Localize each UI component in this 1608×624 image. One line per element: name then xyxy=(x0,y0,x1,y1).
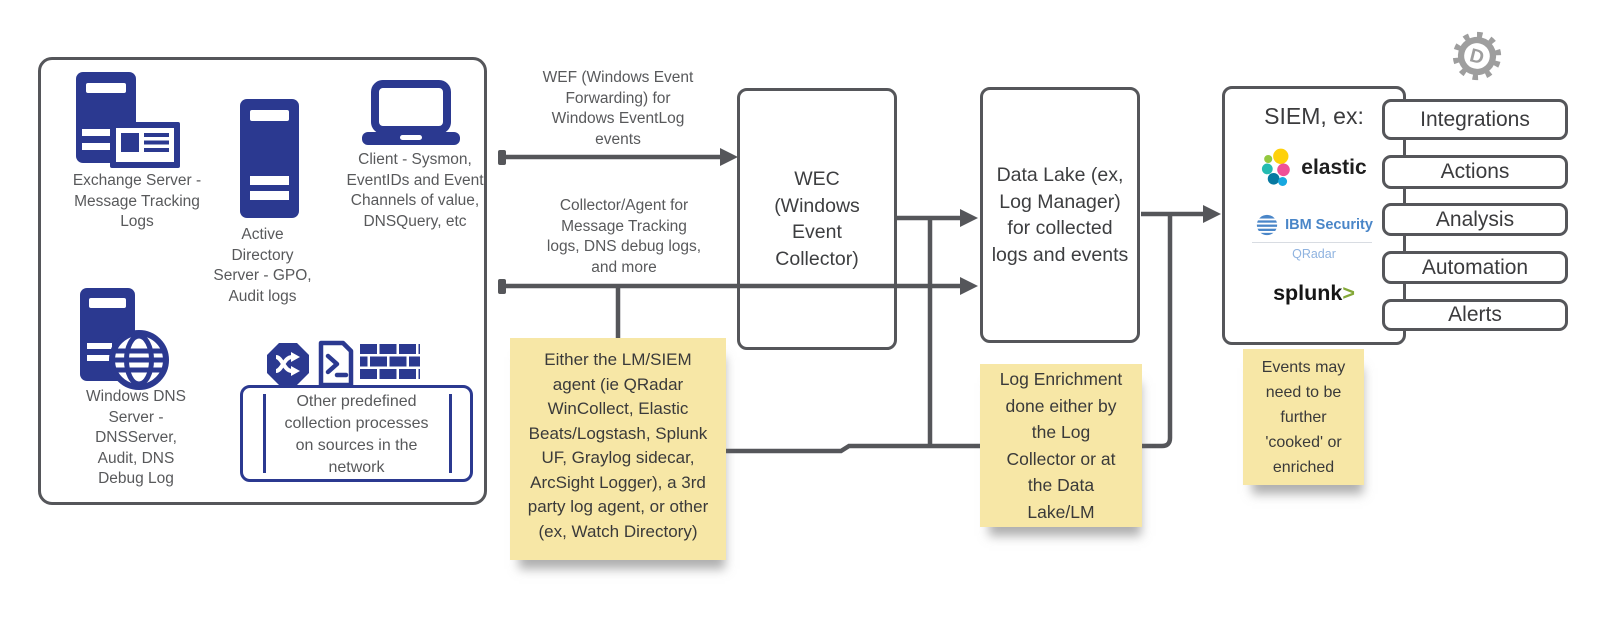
ibm-security-logo-icon xyxy=(1255,214,1280,236)
powershell-icon xyxy=(318,340,354,388)
capability-automation: Automation xyxy=(1382,251,1568,284)
directory-server-label: Active Directory Server - GPO, Audit log… xyxy=(213,226,312,305)
collector-flow-label: Collector/Agent for Message Tracking log… xyxy=(546,197,702,276)
data-lake-node: Data Lake (ex, Log Manager) for collecte… xyxy=(980,87,1140,343)
dns-server-label: Windows DNS Server - DNSServer, Audit, D… xyxy=(86,388,186,487)
exchange-server-icon xyxy=(76,72,180,168)
datalake-siem-arrowhead xyxy=(1203,205,1221,223)
client-label: Client - Sysmon, EventIDs and Event Chan… xyxy=(346,151,484,230)
data-lake-node-label: Data Lake (ex, Log Manager) for collecte… xyxy=(991,164,1129,266)
wef-flow-label: WEF (Windows Event Forwarding) for Windo… xyxy=(542,69,694,148)
exchange-server-label: Exchange Server - Message Tracking Logs xyxy=(72,172,202,230)
splunk-logo-chevron: > xyxy=(1342,281,1355,305)
elastic-logo-icon xyxy=(1262,148,1291,186)
elastic-logo-label: elastic xyxy=(1301,156,1367,179)
collection-processes-box xyxy=(240,385,473,482)
cooked-note: Events may need to be further 'cooked' o… xyxy=(1243,349,1364,485)
agent-note: Either the LM/SIEM agent (ie QRadar WinC… xyxy=(510,338,726,560)
capability-analysis: Analysis xyxy=(1382,203,1568,236)
collection-box-right-divider xyxy=(449,394,452,473)
gear-watermark-icon: D xyxy=(1452,31,1502,81)
capability-actions: Actions xyxy=(1382,155,1568,189)
wef-arrowhead xyxy=(720,148,738,166)
ibm-security-logo-label: IBM Security xyxy=(1285,217,1373,233)
qradar-logo-label: QRadar xyxy=(1292,247,1336,261)
enrichment-note: Log Enrichment done either by the Log Co… xyxy=(980,364,1142,527)
gear-watermark-letter: D xyxy=(1467,45,1486,69)
qradar-divider xyxy=(1252,242,1372,243)
laptop-icon xyxy=(362,80,460,145)
firewall-icon xyxy=(360,344,420,379)
shuffle-icon xyxy=(267,343,309,385)
dns-globe-icon xyxy=(80,288,169,390)
splunk-logo-label: splunk xyxy=(1273,281,1343,305)
collector-arrowhead xyxy=(960,277,978,295)
capability-alerts: Alerts xyxy=(1382,299,1568,331)
directory-server-icon xyxy=(240,99,299,218)
siem-node xyxy=(1222,86,1406,345)
capability-integrations: Integrations xyxy=(1382,99,1568,140)
wec-datalake-arrowhead xyxy=(960,209,978,227)
wec-node-label: WEC (Windows Event Collector) xyxy=(774,168,860,270)
collection-processes-label: Other predefined collection processes on… xyxy=(284,393,429,476)
collection-box-left-divider xyxy=(263,394,266,473)
siem-title: SIEM, ex: xyxy=(1264,103,1364,129)
wec-node: WEC (Windows Event Collector) xyxy=(737,88,897,350)
collector-connector-stub xyxy=(498,279,506,294)
